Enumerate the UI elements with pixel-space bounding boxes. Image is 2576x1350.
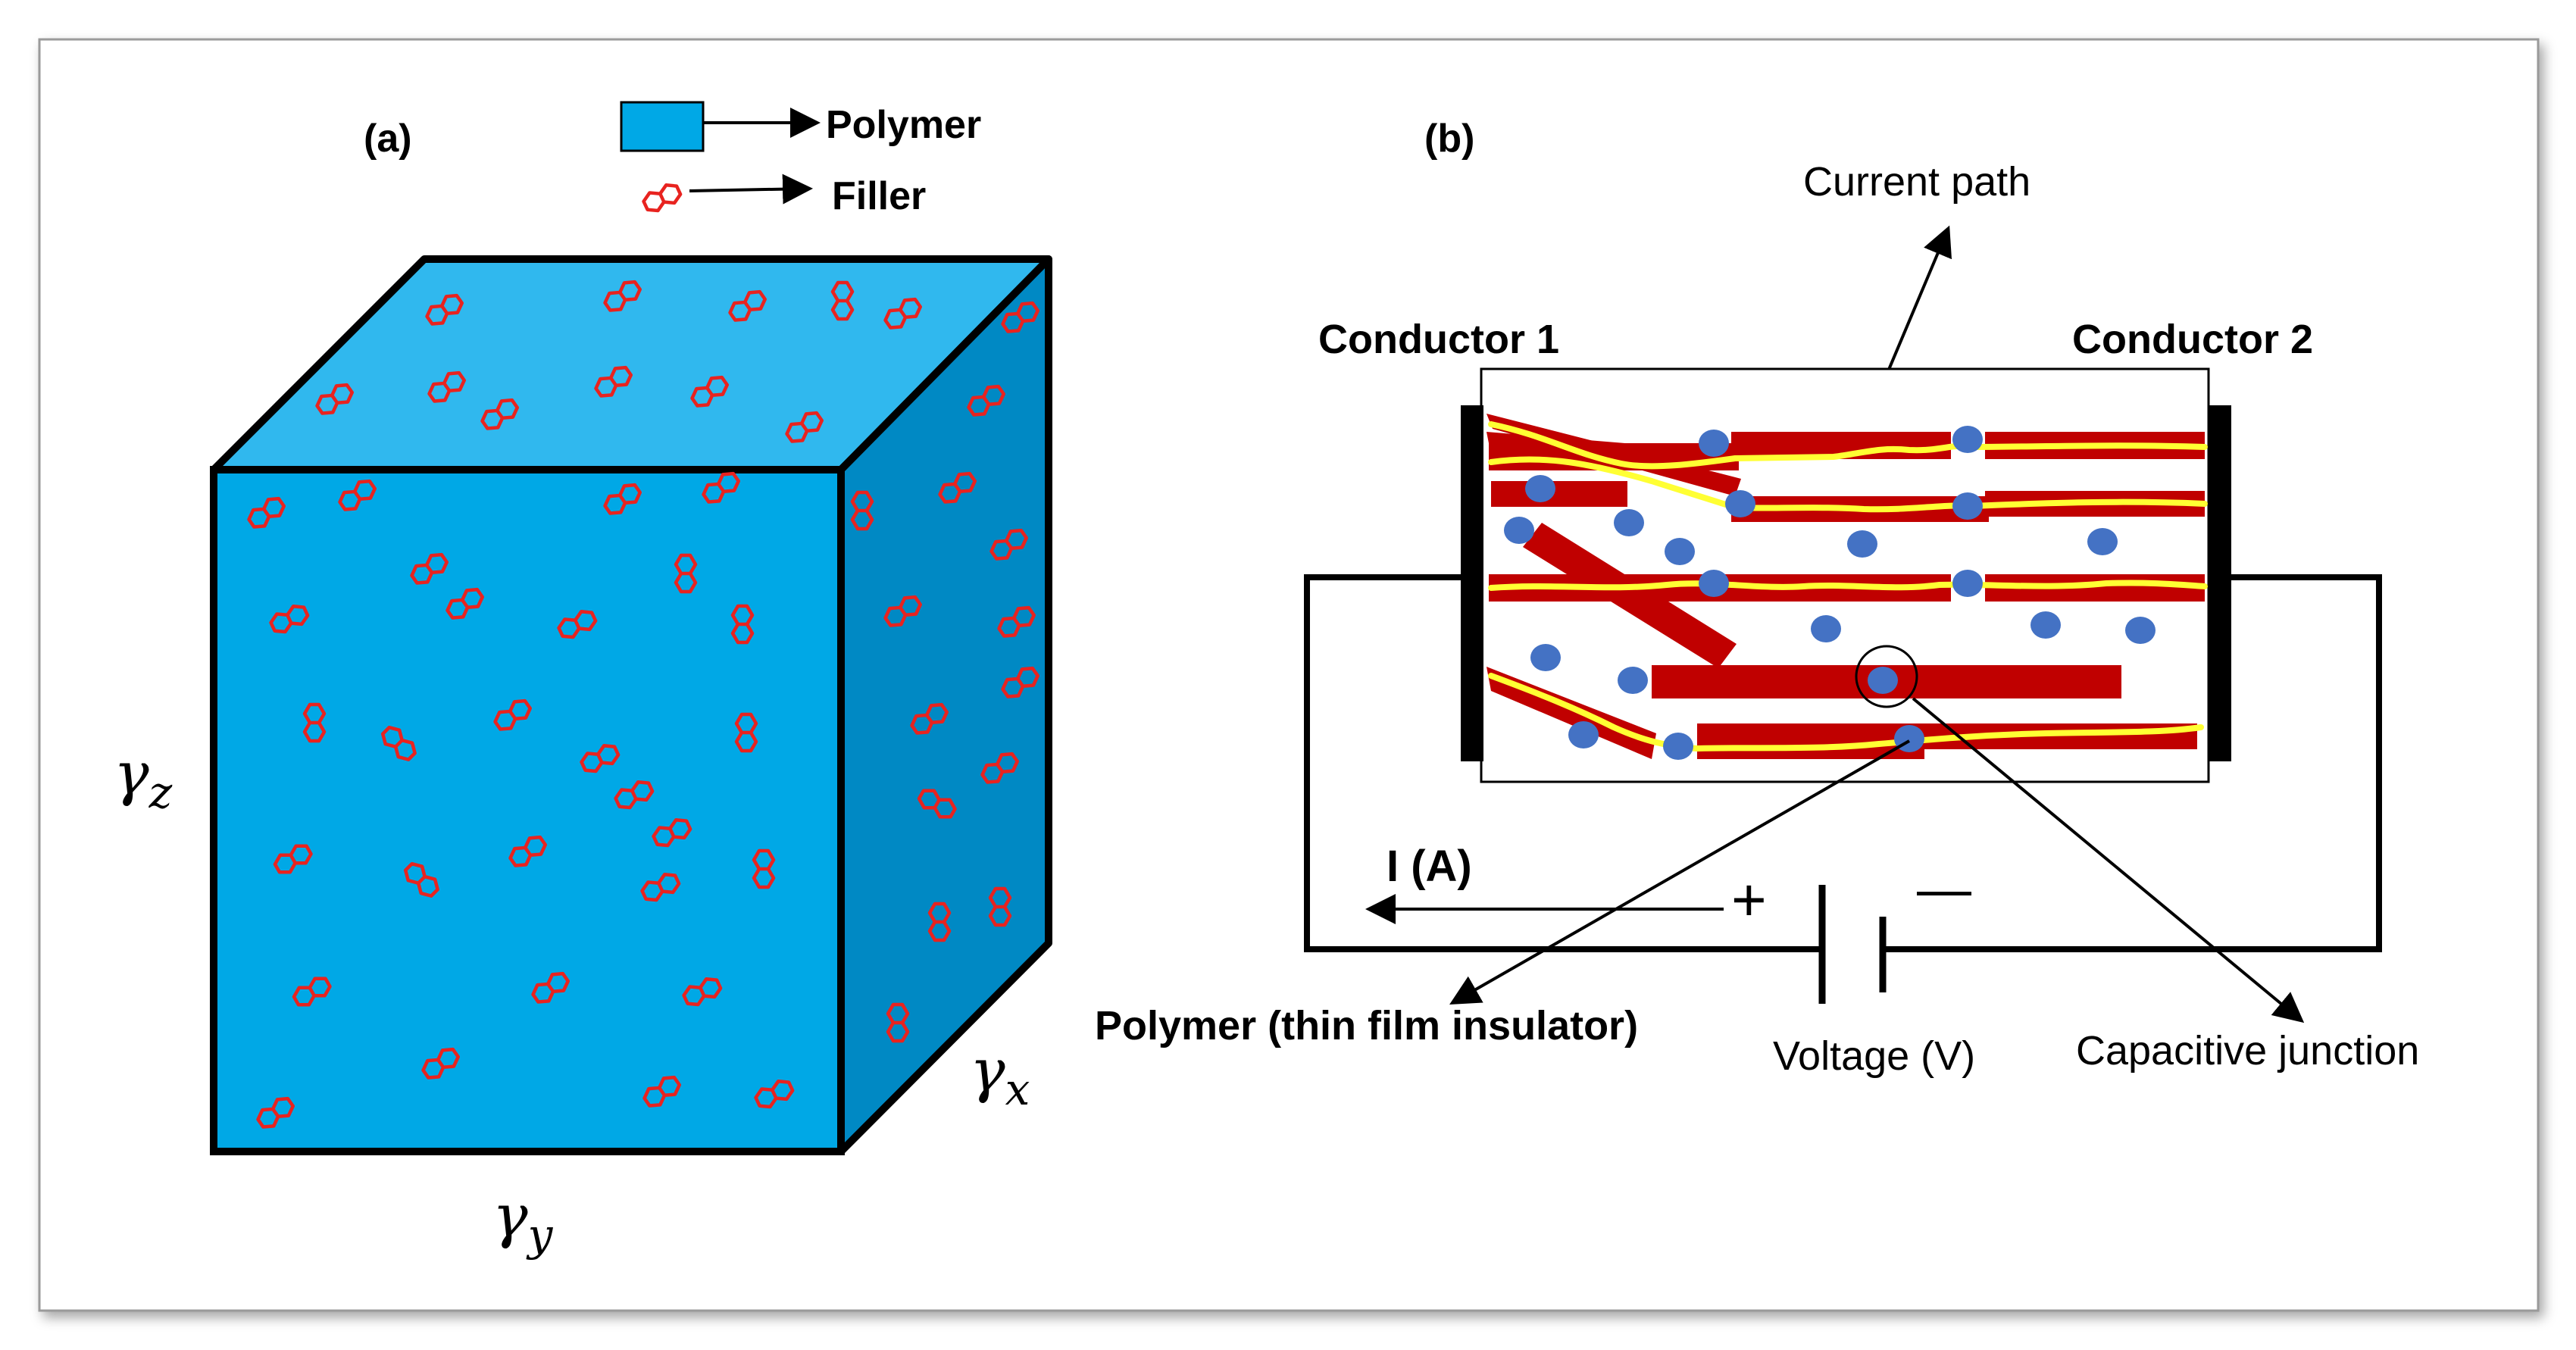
capacitive-annotation-arrow <box>1912 697 2305 1023</box>
filler-legend-arrow <box>689 173 813 205</box>
junction-dot <box>1952 426 1983 453</box>
junction-dot <box>1525 475 1555 502</box>
junction-dot <box>1699 430 1729 457</box>
current-path <box>1488 456 2208 513</box>
junction-dot <box>1952 492 1983 520</box>
cube-front-face <box>210 466 845 1155</box>
axis-label-x: γx <box>970 1037 1030 1115</box>
fiber <box>1523 523 1737 668</box>
polymer-insulator-label: Polymer (thin film insulator) <box>1095 1003 1638 1048</box>
conductor-2-label: Conductor 2 <box>2072 317 2313 362</box>
current-paths <box>1488 421 2208 752</box>
battery-minus: — <box>1917 859 1971 920</box>
axis-label-y: γy <box>492 1183 554 1261</box>
current-path <box>1488 580 2208 591</box>
filler-legend-label: Filler <box>832 174 926 218</box>
fiber <box>1491 481 1627 507</box>
junction-dot <box>1663 733 1693 760</box>
junction-dot <box>1952 570 1983 597</box>
circuit-wire <box>1304 574 2382 952</box>
junction-dot <box>1725 490 1755 517</box>
battery-symbol <box>1818 885 1887 1004</box>
panel-b-label: (b) <box>1424 117 1474 161</box>
legend: Polymer Filler <box>620 101 981 218</box>
axis-label-z: γz <box>114 740 173 818</box>
junction-dot <box>1699 570 1729 597</box>
junction-dot <box>1868 667 1898 694</box>
polymer-swatch <box>620 101 705 152</box>
junction-dot <box>1568 721 1599 748</box>
junction-dot <box>1530 644 1561 671</box>
junction-dot <box>1811 615 1841 642</box>
junction-dot <box>1665 538 1695 565</box>
polymer-cube <box>210 255 1052 1155</box>
panel-a-label: (a) <box>364 117 412 161</box>
current-path-label: Current path <box>1803 159 2030 205</box>
polymer-junctions <box>1504 426 2156 760</box>
current-path <box>1488 673 2204 752</box>
conductor-2-electrode <box>2209 405 2231 761</box>
capacitive-junction-label: Capacitive junction <box>2076 1028 2419 1073</box>
panel-b: (b) Current path Conductor 1 Conductor 2… <box>1095 117 2419 1079</box>
polymer-legend-label: Polymer <box>826 103 981 147</box>
current-label: I (A) <box>1386 842 1472 891</box>
junction-dot <box>1504 517 1534 544</box>
battery-plus: + <box>1731 866 1767 933</box>
capacitive-junction-marker <box>1855 645 1918 708</box>
current-path <box>1488 421 2208 470</box>
voltage-label: Voltage (V) <box>1773 1033 1975 1079</box>
polymer-annotation-arrow <box>1449 739 1910 1005</box>
junction-dot <box>1618 667 1648 694</box>
conductor-1-electrode <box>1461 405 1483 761</box>
panel-a: (a) Polymer Filler <box>114 101 1052 1261</box>
junction-dot <box>2087 528 2118 555</box>
junction-dot <box>2125 617 2156 644</box>
junction-dot <box>1847 530 1877 558</box>
conductor-1-label: Conductor 1 <box>1318 317 1559 362</box>
junction-dot <box>1614 509 1644 536</box>
junction-dot <box>2030 611 2061 639</box>
